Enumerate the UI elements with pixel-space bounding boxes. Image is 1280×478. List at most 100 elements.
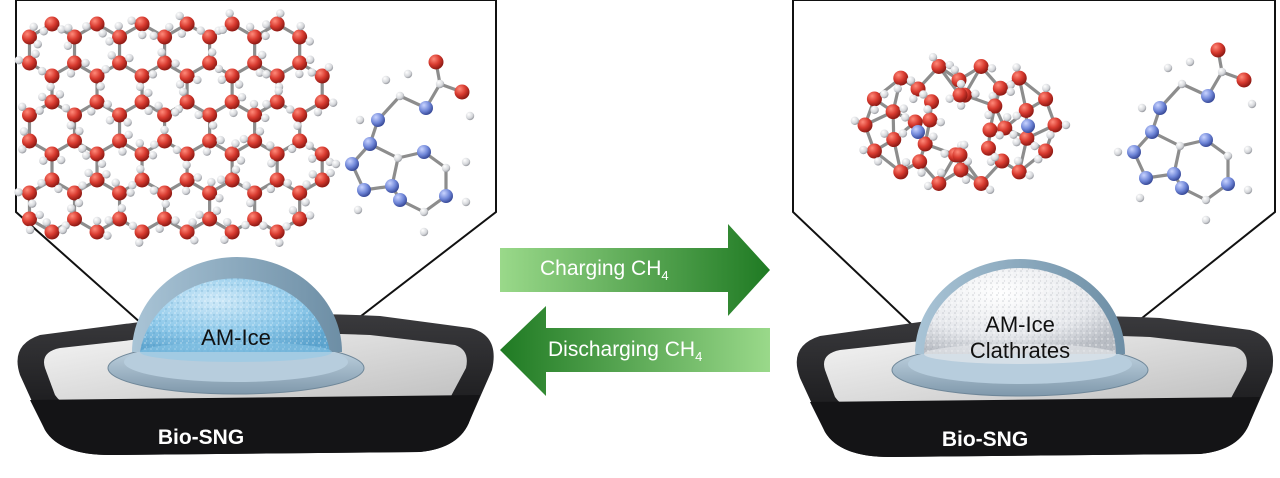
hydrogen-atom xyxy=(208,48,217,57)
nitrogen-atom xyxy=(393,193,407,207)
right-base-label: Bio-SNG xyxy=(941,428,1029,451)
oxygen-atom xyxy=(1210,42,1226,58)
hydrogen-atom xyxy=(155,224,164,234)
hydrogen-atom xyxy=(870,105,879,115)
hydrogen-atom xyxy=(214,64,224,74)
oxygen-atom xyxy=(89,146,105,162)
hydrogen-atom xyxy=(919,90,928,99)
oxygen-atom xyxy=(931,59,947,75)
hydrogen-atom xyxy=(961,175,971,185)
oxygen-atom xyxy=(314,146,330,162)
hydrogen-atom xyxy=(945,94,954,103)
hydrogen-atom xyxy=(302,180,311,189)
nitrogen-atom xyxy=(1221,177,1235,191)
hydrogen-atom xyxy=(157,48,166,57)
hydrogen-atom xyxy=(261,113,270,123)
oxygen-atom xyxy=(157,211,173,227)
nitrogen-atom xyxy=(419,101,433,115)
hydrogen-atom xyxy=(103,231,112,240)
oxygen-atom xyxy=(21,211,37,227)
hydrogen-atom xyxy=(296,21,305,31)
oxygen-atom xyxy=(269,146,285,162)
oxygen-atom xyxy=(886,132,902,148)
oxygen-atom xyxy=(112,107,128,123)
hydrogen-atom xyxy=(193,173,203,182)
hydrogen-atom xyxy=(308,170,317,179)
hydrogen-atom xyxy=(987,64,997,73)
nitrogen-atom xyxy=(1167,167,1181,181)
hydrogen-atom xyxy=(1243,185,1253,195)
hydrogen-atom xyxy=(893,84,902,93)
hydrogen-atom xyxy=(148,151,158,160)
oxygen-atom xyxy=(428,54,444,70)
oxygen-atom xyxy=(179,16,195,32)
hydrogen-atom xyxy=(262,99,271,109)
hydrogen-atom xyxy=(229,108,238,118)
oxygen-atom xyxy=(292,29,308,45)
hydrogen-atom xyxy=(956,79,966,89)
hydrogen-atom xyxy=(936,118,945,127)
right-dome-label-line1: AM-Ice xyxy=(985,312,1055,337)
hydrogen-atom xyxy=(111,178,120,187)
oxygen-atom xyxy=(202,29,218,45)
oxygen-atom xyxy=(1047,117,1063,133)
oxygen-atom xyxy=(67,55,83,71)
oxygen-atom xyxy=(292,185,308,201)
nitrogen-atom xyxy=(417,145,431,159)
hydrogen-atom xyxy=(305,141,314,150)
oxygen-atom xyxy=(112,211,128,227)
hydrogen-atom xyxy=(923,105,932,114)
hydrogen-atom xyxy=(283,178,292,188)
hydrogen-atom xyxy=(403,69,413,79)
hydrogen-atom xyxy=(78,144,87,153)
oxygen-atom xyxy=(44,16,60,32)
hydrogen-atom xyxy=(101,65,110,74)
hydrogen-atom xyxy=(97,159,107,169)
hydrogen-atom xyxy=(14,187,23,197)
hydrogen-atom xyxy=(25,225,35,235)
oxygen-atom xyxy=(202,211,218,227)
hydrogen-atom xyxy=(39,156,48,165)
left-dome-label: AM-Ice xyxy=(201,325,271,350)
oxygen-atom xyxy=(224,68,240,84)
nitrogen-atom xyxy=(439,189,453,203)
hydrogen-atom xyxy=(355,115,365,125)
right-dome xyxy=(891,259,1149,397)
hydrogen-atom xyxy=(898,129,908,138)
nitrogen-atom xyxy=(1175,181,1189,195)
oxygen-atom xyxy=(44,146,60,162)
hydrogen-atom xyxy=(216,135,225,145)
hydrogen-atom xyxy=(956,101,966,110)
hydrogen-atom xyxy=(249,99,259,109)
oxygen-atom xyxy=(1019,130,1035,146)
oxygen-atom xyxy=(1018,102,1034,118)
nitrogen-atom xyxy=(1199,133,1213,147)
oxygen-atom xyxy=(269,16,285,32)
oxygen-atom xyxy=(866,91,882,107)
hydrogen-atom xyxy=(990,152,1000,162)
left-base-label: Bio-SNG xyxy=(157,426,245,449)
oxygen-atom xyxy=(292,211,308,227)
hydrogen-atom xyxy=(75,126,84,136)
hydrogen-atom xyxy=(107,51,116,60)
hydrogen-atom xyxy=(1223,151,1233,161)
oxygen-atom xyxy=(67,107,83,123)
discharging-subscript: 4 xyxy=(695,349,703,365)
oxygen-atom xyxy=(179,172,195,188)
oxygen-atom xyxy=(21,107,37,123)
hydrogen-atom xyxy=(328,98,338,107)
nitrogen-atom xyxy=(1127,145,1141,159)
hydrogen-atom xyxy=(105,116,115,125)
hydrogen-atom xyxy=(231,139,240,148)
oxygen-atom xyxy=(134,224,150,240)
hydrogen-atom xyxy=(114,21,123,31)
hydrogen-atom xyxy=(331,159,341,169)
oxygen-atom xyxy=(917,136,933,152)
hydrogen-atom xyxy=(1163,63,1173,73)
oxygen-atom xyxy=(952,87,968,103)
hydrogen-atom xyxy=(1247,99,1257,109)
oxygen-atom xyxy=(224,16,240,32)
discharging-arrow xyxy=(500,306,770,396)
hydrogen-atom xyxy=(231,165,241,174)
hydrogen-atom xyxy=(906,76,916,85)
